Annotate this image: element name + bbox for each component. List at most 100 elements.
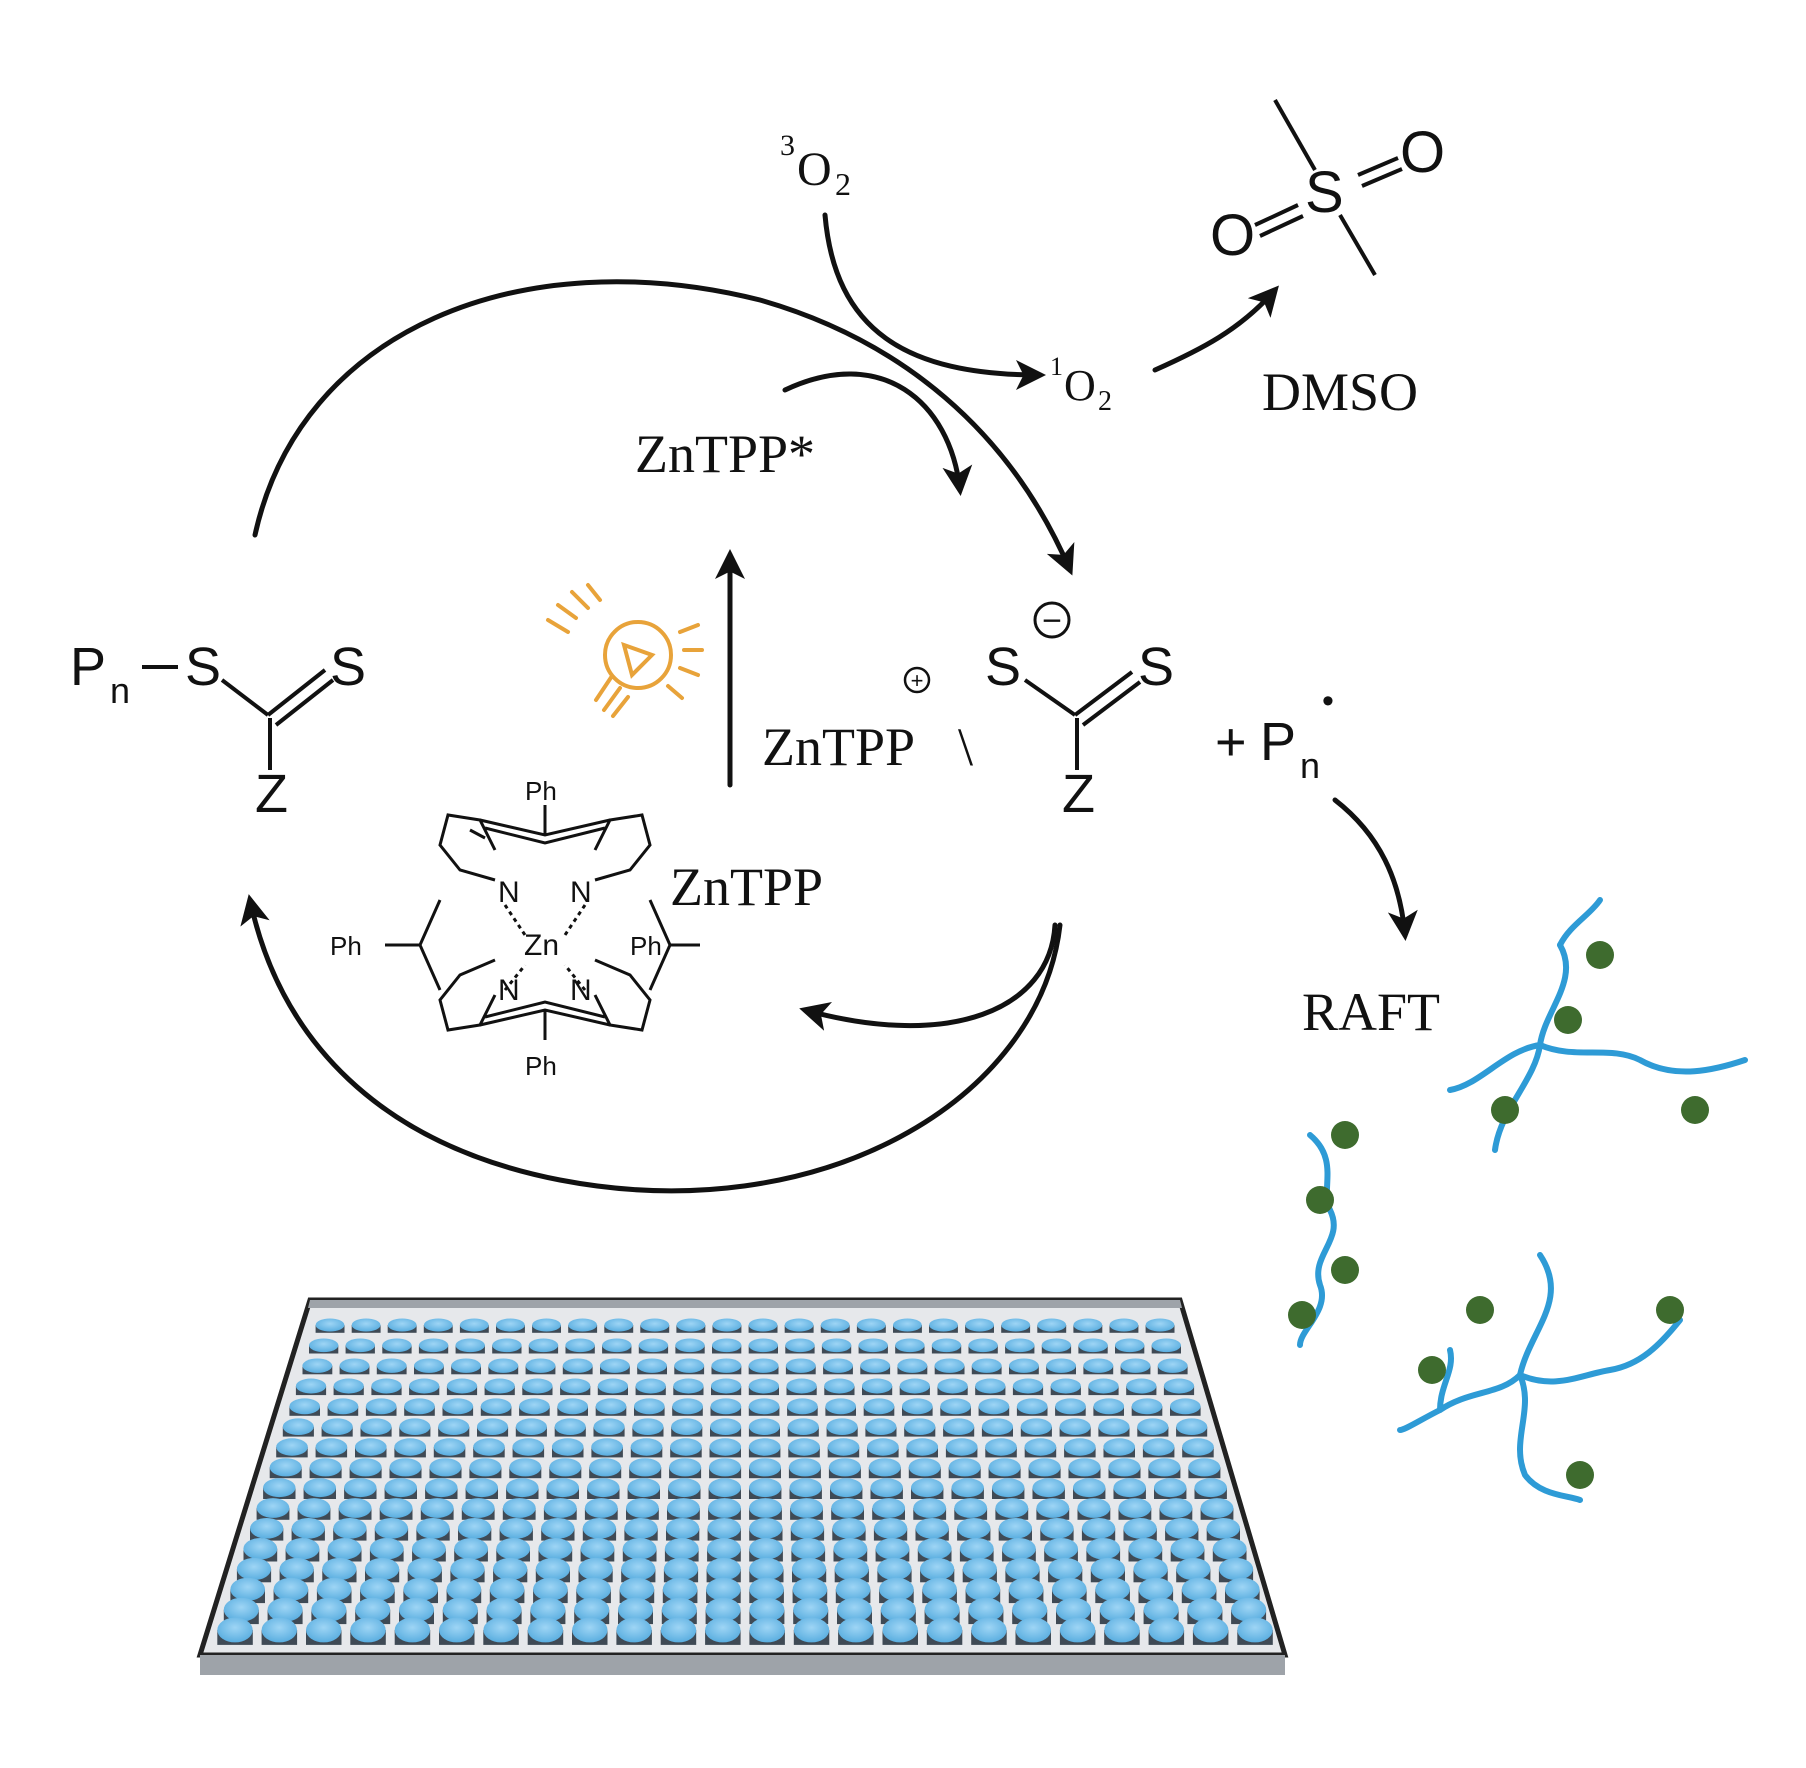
well [748,1378,780,1394]
well [315,1438,348,1456]
well [709,1438,742,1456]
raft-label: RAFT [1302,982,1440,1042]
well [256,1498,290,1518]
well [223,1597,259,1622]
well [749,1498,782,1518]
well [578,1557,613,1581]
well [1109,1318,1139,1332]
well [748,1338,778,1353]
well [1032,1478,1065,1498]
well [1123,1518,1157,1539]
well [1104,1617,1140,1643]
well [920,1557,955,1581]
well [637,1358,667,1373]
well [455,1338,485,1353]
well [1044,1538,1078,1560]
well [1176,1418,1208,1435]
arc-anion-to-raft [240,894,1063,1194]
well [562,1358,593,1373]
znTPP-porphyrin-structure: N N N N Zn Ph Ph Ph Ph [330,776,700,1081]
well [922,1577,957,1601]
well [823,1358,853,1373]
well [489,1577,525,1601]
well [934,1358,965,1373]
well [621,1557,656,1581]
well [1002,1538,1036,1560]
arc-raft-to-anion [252,279,1075,576]
well [1073,1318,1103,1332]
well [787,1418,819,1435]
well [749,1617,785,1643]
singlet-o2: 1 O 2 [1050,352,1112,417]
well [459,1318,489,1332]
plus-polymer-radical: + P n • [1215,682,1334,786]
well [917,1538,952,1560]
well [442,1597,478,1622]
well [1181,1577,1217,1601]
well [710,1398,742,1415]
well [626,1498,659,1518]
svg-text:P: P [1260,712,1296,772]
well [711,1378,742,1394]
well [1142,1438,1175,1456]
well [748,1398,780,1415]
well [673,1378,704,1394]
well [1182,1438,1214,1456]
porphyrin-n-bottom-left: N [498,974,520,1007]
well [267,1597,303,1622]
well [327,1398,359,1415]
well [1078,1338,1108,1353]
well [446,1378,478,1394]
cycle-arrows [240,212,1418,1194]
well [663,1557,699,1581]
well [788,1458,821,1477]
well [302,1358,333,1373]
well [403,1577,439,1601]
znTPP-cation: + ZnTPP \ [762,666,973,777]
well [951,1478,984,1498]
well [995,1498,1029,1518]
well [217,1617,253,1643]
well [369,1538,404,1560]
well [711,1358,742,1373]
well [1151,1338,1182,1353]
well [477,1418,508,1435]
well [826,1418,858,1435]
well [1040,1518,1074,1539]
well [1093,1398,1125,1415]
well [322,1557,357,1581]
well [1231,1597,1267,1622]
well [705,1597,741,1622]
svg-text:S: S [330,637,366,697]
well [412,1538,446,1560]
well [446,1577,482,1601]
svg-text:1: 1 [1050,352,1063,381]
svg-text:n: n [1300,745,1320,786]
well [560,1378,591,1394]
well [1008,1577,1044,1601]
well [371,1378,402,1394]
porphyrin-n-bottom-right: N [570,974,592,1007]
well [549,1458,582,1477]
well [1145,1318,1175,1332]
svg-text:+: + [911,668,924,693]
well [1037,1318,1067,1332]
well [604,1318,634,1332]
well [706,1557,741,1581]
well [749,1538,783,1560]
porphyrin-ph-bottom: Ph [525,1051,557,1081]
well [469,1458,502,1477]
well [276,1438,308,1456]
well [1118,1498,1152,1518]
well [486,1597,522,1622]
well [365,1398,397,1415]
well [624,1518,658,1539]
dmso-s: S [1305,160,1344,225]
well [618,1597,653,1622]
well [870,1478,903,1498]
svg-text:3: 3 [780,129,795,162]
well [863,1398,895,1415]
porphyrin-n-top-right: N [570,876,592,909]
well [546,1478,579,1498]
well [1133,1557,1168,1581]
